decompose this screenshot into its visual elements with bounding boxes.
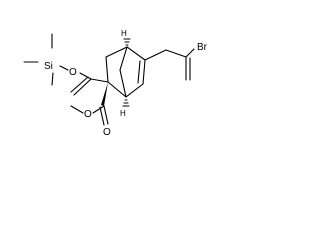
hashed-bond-top bbox=[123, 38, 131, 46]
c-br-bond bbox=[185, 48, 195, 58]
carbonyl-double-bond-b bbox=[99, 106, 105, 126]
ring-to-allyl-ch2-bond bbox=[144, 49, 167, 61]
ring-alkene-bond-a bbox=[142, 59, 146, 85]
si-o-bond bbox=[59, 65, 69, 71]
silicon-atom-label: Si bbox=[44, 61, 53, 72]
bridge-bond-bottom bbox=[119, 69, 127, 98]
alkene-to-bridgehead-bottom-bond bbox=[125, 83, 144, 98]
structure-canvas: Br Si O O O H H bbox=[23, 29, 208, 138]
ring-alkene-bond-b bbox=[137, 60, 141, 84]
si-methyl-down-bond bbox=[51, 72, 54, 86]
allyl-ch2-to-cbr-bond bbox=[165, 49, 187, 58]
quaternary-to-bridgehead-bottom-bond bbox=[107, 81, 127, 98]
vinyl-double-bond-b bbox=[70, 76, 89, 93]
bridgehead-h-bottom-label: H bbox=[120, 109, 126, 118]
o-to-methyl-bond bbox=[70, 105, 84, 114]
vinyl-to-quaternary-bond bbox=[90, 78, 109, 83]
hashed-bond-bottom bbox=[122, 99, 130, 107]
bromine-atom-label: Br bbox=[197, 42, 208, 53]
bridge-bond-top bbox=[119, 46, 128, 71]
silyl-ether-oxygen-label: O bbox=[69, 67, 77, 78]
carbonyl-oxygen-label: O bbox=[103, 127, 111, 138]
o-vinyl-bond bbox=[79, 72, 92, 80]
carbonyl-c-to-o-bond bbox=[92, 105, 105, 114]
ester-oxygen-label: O bbox=[84, 109, 92, 120]
ch2-to-bridgehead-top-bond bbox=[105, 46, 128, 58]
quaternary-to-ch2-bond bbox=[105, 56, 109, 83]
wedge-bond-ester bbox=[101, 82, 108, 106]
molecule-structure: Br Si O O O H H bbox=[0, 0, 244, 153]
bridgehead-top-to-alkene-bond bbox=[126, 46, 146, 61]
bridgehead-h-top-label: H bbox=[121, 29, 127, 38]
vinyl-double-bond-a bbox=[73, 78, 92, 96]
carbonyl-double-bond-a bbox=[103, 105, 109, 125]
